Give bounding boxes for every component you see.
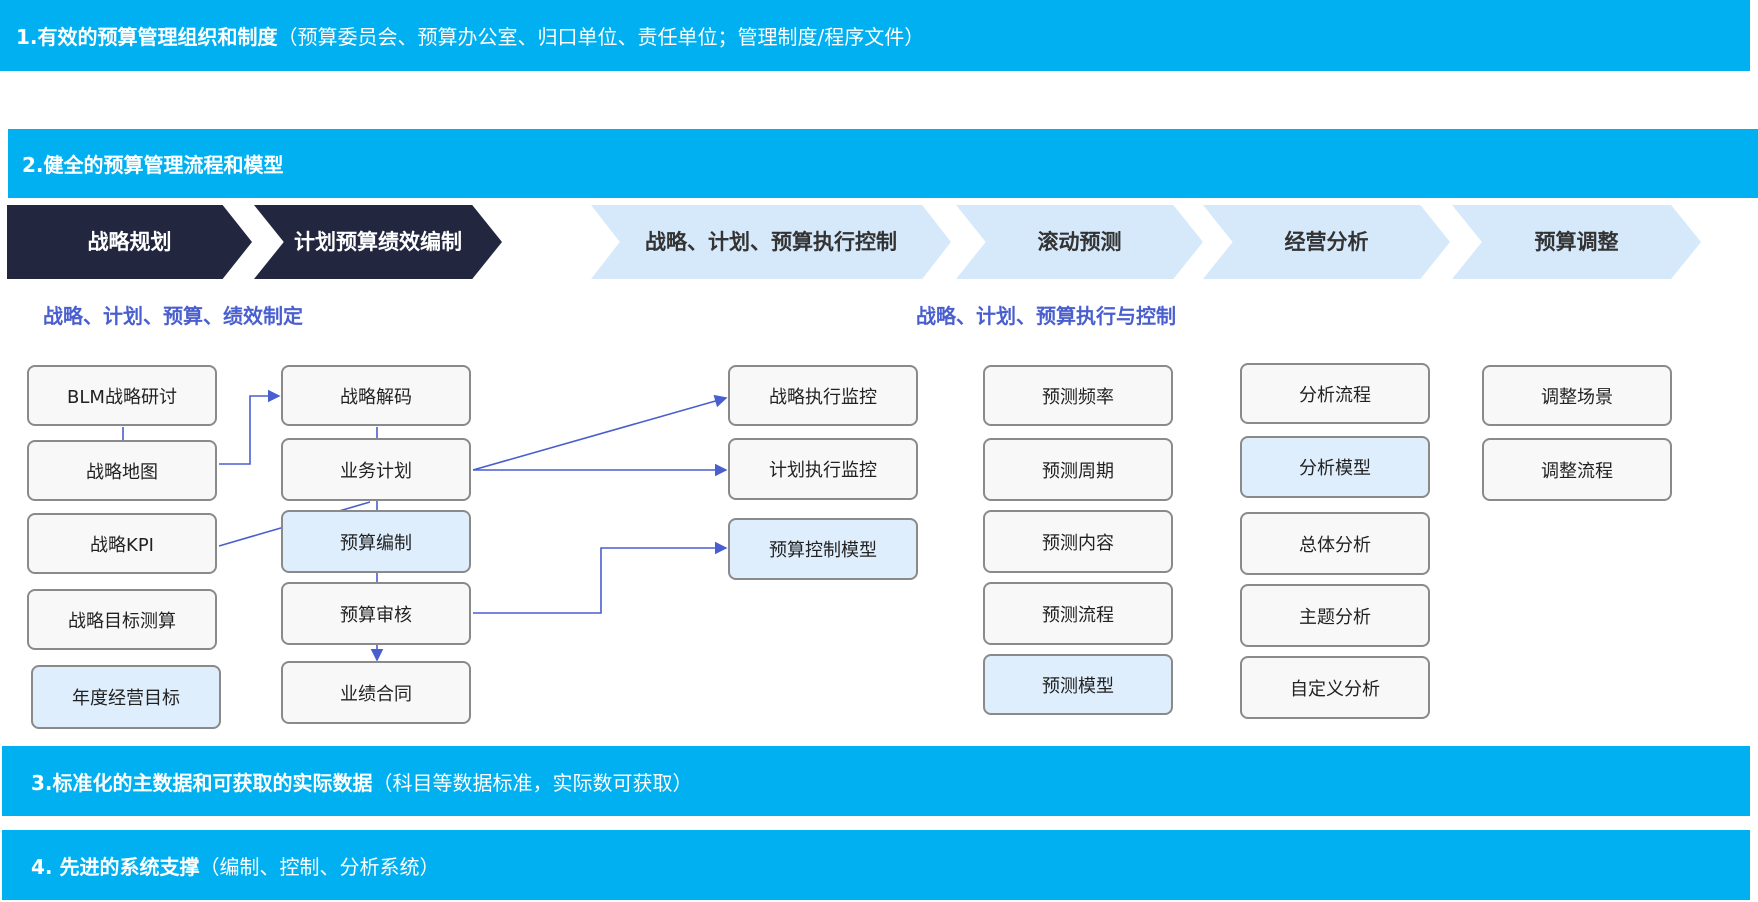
banner-organization: 1.有效的预算管理组织和制度（预算委员会、预算办公室、归口单位、责任单位；管理制…	[0, 0, 1750, 71]
box-topic-analysis: 主题分析	[1240, 584, 1430, 647]
box-forecast-period: 预测周期	[983, 438, 1173, 501]
stage-rolling-forecast: 滚动预测	[956, 205, 1203, 279]
banner-master-data: 3.标准化的主数据和可获取的实际数据（科目等数据标准，实际数可获取）	[2, 746, 1750, 816]
box-custom-analysis: 自定义分析	[1240, 656, 1430, 719]
box-plan-monitor: 计划执行监控	[728, 438, 918, 500]
stage-label: 战略、计划、预算执行控制	[645, 229, 897, 254]
banner-detail: （科目等数据标准，实际数可获取）	[372, 770, 693, 795]
box-adjust-scenario: 调整场景	[1482, 365, 1672, 426]
banner-detail: （编制、控制、分析系统）	[199, 854, 440, 879]
stage-label: 计划预算绩效编制	[294, 229, 462, 254]
banner-title: 4. 先进的系统支撑	[31, 854, 200, 879]
stage-execution-control: 战略、计划、预算执行控制	[591, 205, 951, 279]
stage-plan-budget: 计划预算绩效编制	[254, 205, 502, 279]
stage-budget-adjustment: 预算调整	[1452, 205, 1701, 279]
stage-label: 经营分析	[1284, 229, 1369, 254]
box-forecast-frequency: 预测频率	[983, 365, 1173, 426]
box-forecast-process: 预测流程	[983, 582, 1173, 645]
box-strategy-decode: 战略解码	[281, 365, 471, 426]
box-budget-prep: 预算编制	[281, 510, 471, 573]
box-budget-review: 预算审核	[281, 582, 471, 645]
box-analysis-model: 分析模型	[1240, 436, 1430, 498]
box-forecast-content: 预测内容	[983, 510, 1173, 573]
box-performance-contract: 业绩合同	[281, 661, 471, 724]
banner-process: 2.健全的预算管理流程和模型	[8, 129, 1758, 198]
banner-title: 1.有效的预算管理组织和制度	[16, 25, 278, 49]
banner-detail: （预算委员会、预算办公室、归口单位、责任单位；管理制度/程序文件）	[277, 25, 925, 49]
stage-strategy-planning: 战略规划	[7, 205, 252, 279]
box-annual-target: 年度经营目标	[31, 665, 221, 729]
subtitle-execution: 战略、计划、预算执行与控制	[916, 304, 1176, 328]
banner-system-support: 4. 先进的系统支撑（编制、控制、分析系统）	[2, 830, 1750, 900]
box-strategy-kpi: 战略KPI	[27, 513, 217, 574]
box-blm: BLM战略研讨	[27, 365, 217, 426]
stage-business-analysis: 经营分析	[1203, 205, 1450, 279]
box-strategy-map: 战略地图	[27, 440, 217, 501]
stage-label: 战略规划	[87, 229, 172, 254]
subtitle-formulation: 战略、计划、预算、绩效制定	[43, 304, 303, 328]
box-overall-analysis: 总体分析	[1240, 512, 1430, 575]
stage-label: 滚动预测	[1037, 229, 1122, 254]
box-budget-control-model: 预算控制模型	[728, 518, 918, 580]
box-analysis-process: 分析流程	[1240, 363, 1430, 424]
box-forecast-model: 预测模型	[983, 654, 1173, 715]
box-adjust-process: 调整流程	[1482, 438, 1672, 501]
stage-label: 预算调整	[1534, 229, 1619, 254]
box-business-plan: 业务计划	[281, 438, 471, 501]
box-target-calc: 战略目标测算	[27, 589, 217, 650]
banner-title: 3.标准化的主数据和可获取的实际数据	[31, 770, 373, 795]
box-strategy-monitor: 战略执行监控	[728, 365, 918, 426]
banner-title: 2.健全的预算管理流程和模型	[22, 153, 284, 177]
